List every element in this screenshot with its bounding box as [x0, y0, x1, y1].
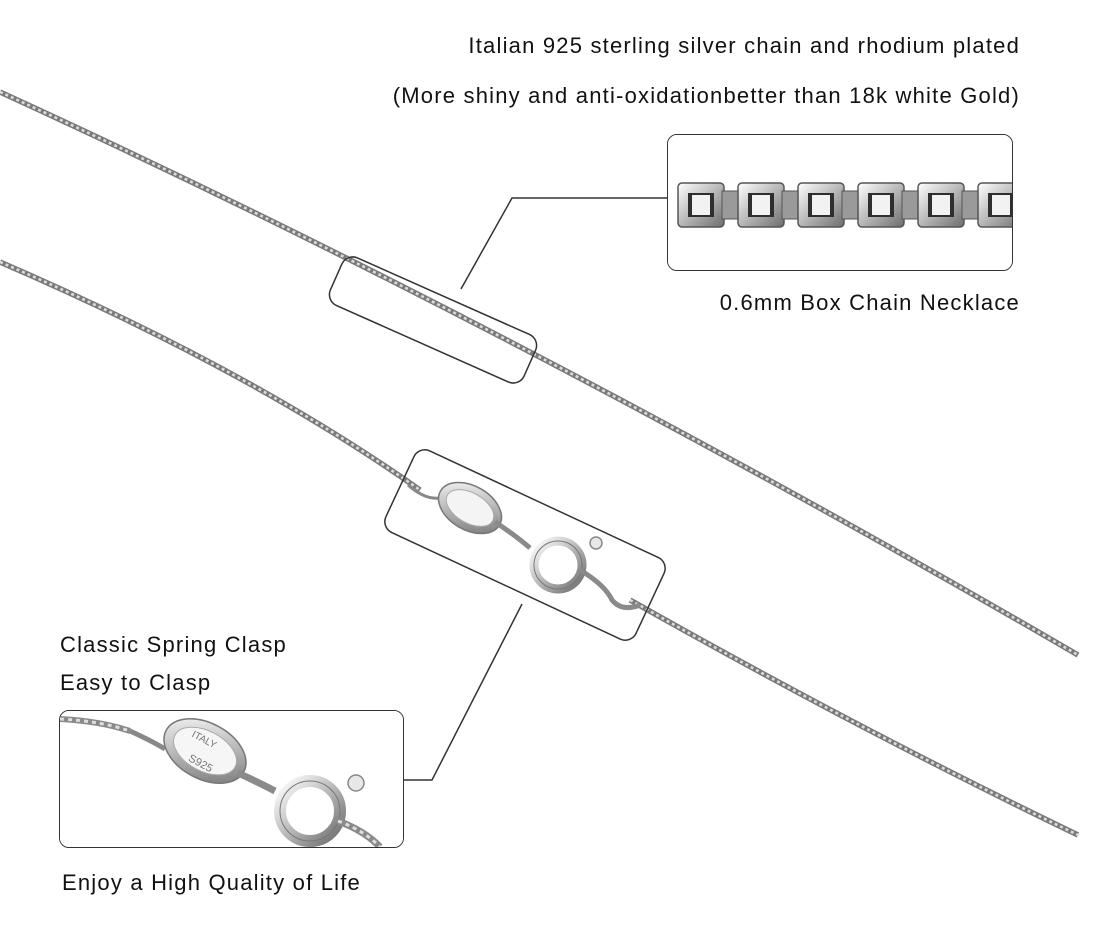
- box-chain-link: [857, 182, 905, 228]
- box-chain-link: [737, 182, 785, 228]
- box-chain-link: [977, 182, 1012, 228]
- box-chain-link: [917, 182, 965, 228]
- clasp-caption-line-1: Classic Spring Clasp: [60, 632, 287, 657]
- leader-line-clasp: [402, 603, 523, 781]
- clasp-caption-line-2: Easy to Clasp: [60, 670, 212, 695]
- box-chain-label: 0.6mm Box Chain Necklace: [719, 290, 1020, 315]
- spring-clasp-main: [407, 481, 641, 611]
- callout-frame-chain: [328, 256, 538, 384]
- box-chain-link: [677, 182, 725, 228]
- leader-line-chain: [460, 197, 667, 290]
- chain-strand-lower: [0, 259, 1080, 838]
- spring-clasp-closeup: ITALY S925: [59, 710, 404, 848]
- callout-frame-clasp: [384, 449, 666, 641]
- box-chain-closeup: [667, 134, 1013, 271]
- box-chain-link: [797, 182, 845, 228]
- footer-tagline: Enjoy a High Quality of Life: [62, 870, 361, 895]
- headline-line-1: Italian 925 sterling silver chain and rh…: [468, 33, 1020, 58]
- headline-line-2: (More shiny and anti-oxidationbetter tha…: [392, 83, 1020, 108]
- chain-strand-upper: [0, 89, 1080, 658]
